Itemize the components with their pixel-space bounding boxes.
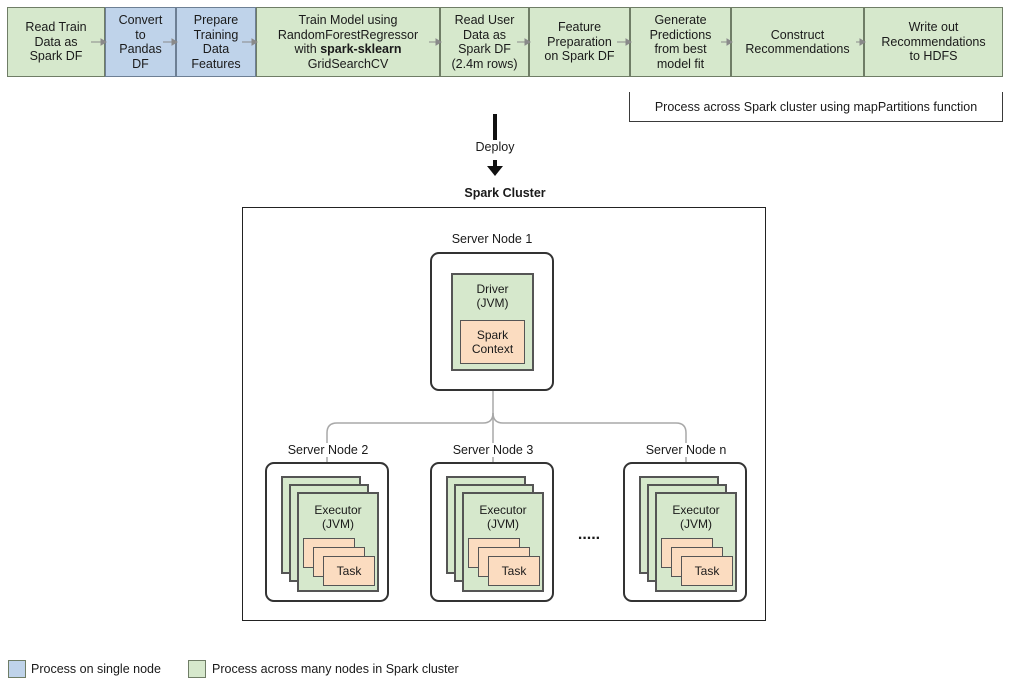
train-text: Train Model using RandomForestRegressor … xyxy=(277,13,419,56)
legend-single-node-swatch xyxy=(8,660,26,678)
server-node-n-title: Server Node n xyxy=(628,443,744,457)
task: Task xyxy=(323,556,375,586)
step-convert-pandas: Convert to Pandas DF xyxy=(105,7,176,77)
ellipsis: ..... xyxy=(577,526,601,543)
bracket-label: Process across Spark cluster using mapPa… xyxy=(654,99,978,114)
legend-many-nodes-label: Process across many nodes in Spark clust… xyxy=(212,662,459,676)
map-partitions-bracket: Process across Spark cluster using mapPa… xyxy=(629,92,1003,122)
server-node-3: Executor (JVM) Task xyxy=(430,462,554,602)
step-generate-predictions: Generate Predictions from best model fit xyxy=(630,7,731,77)
deploy-arrow-icon xyxy=(487,114,503,176)
server-node-2-title: Server Node 2 xyxy=(270,443,386,457)
legend-single-node-label: Process on single node xyxy=(31,662,161,676)
step-train-model-label: Train Model using RandomForestRegressor … xyxy=(278,13,418,71)
step-construct-recs: Construct Recommendations xyxy=(731,7,864,77)
step-prepare-features: Prepare Training Data Features xyxy=(176,7,256,77)
server-node-3-title: Server Node 3 xyxy=(435,443,551,457)
task: Task xyxy=(488,556,540,586)
server-node-n: Executor (JVM) Task xyxy=(623,462,747,602)
legend-many-nodes-swatch xyxy=(188,660,206,678)
step-feature-prep: Feature Preparation on Spark DF xyxy=(529,7,630,77)
step-write-hdfs: Write out Recommendations to HDFS xyxy=(864,7,1003,77)
task: Task xyxy=(681,556,733,586)
deploy-label: Deploy xyxy=(475,140,515,154)
server-node-2: Executor (JVM) Task xyxy=(265,462,389,602)
step-read-train: Read Train Data as Spark DF xyxy=(7,7,105,77)
server-node-1-title: Server Node 1 xyxy=(451,232,533,246)
train-tail-text: GridSearchCV xyxy=(307,56,389,71)
step-train-model: Train Model using RandomForestRegressor … xyxy=(256,7,440,77)
step-read-user: Read User Data as Spark DF (2.4m rows) xyxy=(440,7,529,77)
train-bold-text: spark-sklearn xyxy=(320,42,402,56)
cluster-title: Spark Cluster xyxy=(464,186,546,200)
spark-context: Spark Context xyxy=(460,320,525,364)
